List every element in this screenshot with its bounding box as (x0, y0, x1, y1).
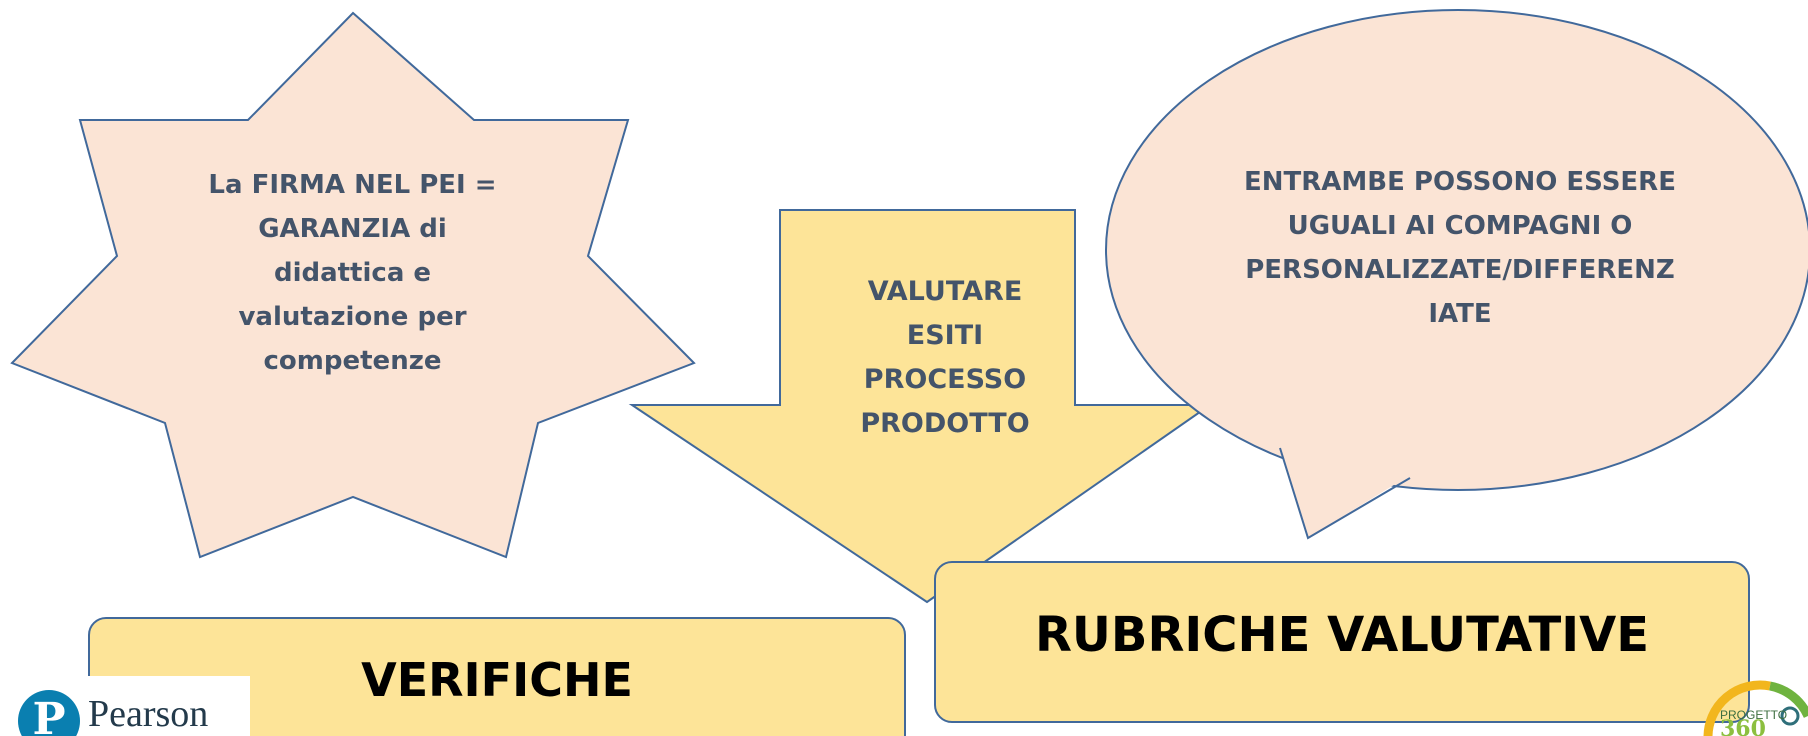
seven-point-star-shape (10, 11, 696, 559)
progetto-wordmark: PROGETTO (1720, 708, 1788, 722)
progetto-ring-icon: 360 (1703, 680, 1808, 736)
down-arrow-shape (628, 209, 1214, 604)
pearson-mark-letter: P (32, 694, 66, 736)
verifiche-label: VERIFICHE (361, 653, 633, 707)
speech-bubble-text: ENTRAMBE POSSONO ESSERE UGUALI AI COMPAG… (1244, 167, 1676, 329)
pearson-logo: P Pearson (18, 676, 250, 736)
pearson-wordmark: Pearson (88, 693, 209, 735)
arrow-text: VALUTARE ESITI PROCESSO PRODOTTO (860, 276, 1030, 439)
star-text: La FIRMA NEL PEI = GARANZIA di didattica… (208, 170, 497, 376)
speech-bubble-shape (1105, 9, 1808, 540)
progetto-number: 360 (1720, 716, 1766, 736)
rubriche-valutative-label: RUBRICHE VALUTATIVE (1034, 607, 1650, 663)
progetto-360-logo: 360 PROGETTO (1700, 676, 1808, 736)
pearson-mark-icon: P (18, 690, 80, 736)
rubriche-valutative-box: RUBRICHE VALUTATIVE (934, 561, 1750, 723)
